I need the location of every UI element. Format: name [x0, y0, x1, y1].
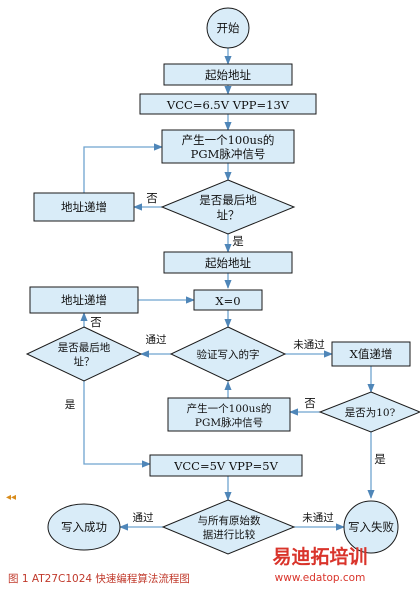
edge-label-yes: 是 — [232, 234, 244, 248]
compare-data-diamond: 与所有原始数 据进行比较 — [161, 499, 296, 555]
x-increment-box: X值递增 — [331, 341, 411, 367]
svg-text:开始: 开始 — [217, 21, 240, 35]
address-increment-box-1: 地址递增 — [33, 192, 135, 222]
svg-text:VCC=5V VPP=5V: VCC=5V VPP=5V — [173, 459, 279, 473]
edge-label-no: 否 — [90, 315, 102, 329]
address-increment-box-2: 地址递增 — [29, 286, 139, 314]
write-success-node: 写入成功 — [47, 503, 121, 551]
svg-text:地址递增: 地址递增 — [61, 293, 107, 307]
is-10-diamond: 是否为10? — [318, 391, 420, 433]
watermark: 易迪拓培训 www.edatop.com — [272, 545, 367, 584]
back-arrows-icon[interactable]: ◂◂ — [6, 492, 16, 503]
svg-text:易迪拓培训: 易迪拓培训 — [272, 545, 367, 568]
start-node: 开始 — [206, 7, 250, 49]
svg-text:www.edatop.com: www.edatop.com — [275, 572, 366, 584]
edge-label-no: 否 — [146, 191, 158, 205]
figure-caption: 图 1 AT27C1024 快速编程算法流程图 — [8, 572, 190, 585]
svg-text:验证写入的字: 验证写入的字 — [197, 348, 260, 361]
x-zero-box: X=0 — [193, 289, 263, 311]
write-fail-node: 写入失败 — [343, 500, 399, 554]
pgm-pulse-box-2: 产生一个100us的 PGM脉冲信号 — [167, 397, 291, 432]
connectors — [80, 48, 375, 531]
svg-text:产生一个100us的: 产生一个100us的 — [182, 133, 275, 147]
edge-label-yes: 是 — [374, 452, 386, 466]
start-address-box-2: 起始地址 — [163, 251, 293, 274]
is-last-address-diamond-2: 是否最后地 址？ — [25, 326, 143, 382]
edge-label-fail: 未通过 — [302, 511, 334, 524]
svg-text:产生一个100us的: 产生一个100us的 — [187, 402, 272, 415]
svg-text:写入成功: 写入成功 — [61, 520, 107, 534]
edge-label-pass: 通过 — [133, 511, 154, 524]
svg-text:X值递增: X值递增 — [350, 347, 393, 361]
svg-text:X=0: X=0 — [215, 294, 240, 308]
edge-label-pass: 通过 — [146, 333, 167, 346]
svg-text:址？: 址？ — [74, 355, 95, 368]
voltage-box-2: VCC=5V VPP=5V — [149, 454, 303, 477]
svg-text:起始地址: 起始地址 — [205, 68, 251, 82]
svg-text:PGM脉冲信号: PGM脉冲信号 — [195, 416, 263, 429]
svg-text:是否最后地: 是否最后地 — [199, 193, 257, 207]
svg-text:起始地址: 起始地址 — [205, 256, 251, 270]
svg-text:是否最后地: 是否最后地 — [58, 341, 111, 354]
pgm-pulse-box-1: 产生一个100us的 PGM脉冲信号 — [161, 129, 295, 164]
voltage-box-1: VCC=6.5V VPP=13V — [139, 93, 317, 115]
svg-text:VCC=6.5V VPP=13V: VCC=6.5V VPP=13V — [166, 98, 290, 112]
svg-text:与所有原始数: 与所有原始数 — [198, 514, 261, 527]
svg-text:是否为10?: 是否为10? — [345, 407, 396, 419]
edge-label-fail: 未通过 — [293, 338, 325, 351]
edge-labels: 否 是 否 通过 是 未通过 否 是 通过 未通过 — [65, 191, 387, 524]
svg-text:PGM脉冲信号: PGM脉冲信号 — [191, 147, 266, 161]
svg-text:据进行比较: 据进行比较 — [203, 528, 256, 541]
edge-label-no: 否 — [304, 396, 316, 410]
edge-label-yes: 是 — [65, 399, 76, 411]
svg-text:地址递增: 地址递增 — [61, 200, 107, 214]
is-last-address-diamond-1: 是否最后地 址？ — [160, 179, 296, 235]
svg-text:址？: 址？ — [217, 208, 240, 222]
verify-write-diamond: 验证写入的字 — [169, 326, 287, 382]
start-address-box-1: 起始地址 — [163, 63, 293, 86]
svg-text:写入失败: 写入失败 — [348, 520, 394, 534]
